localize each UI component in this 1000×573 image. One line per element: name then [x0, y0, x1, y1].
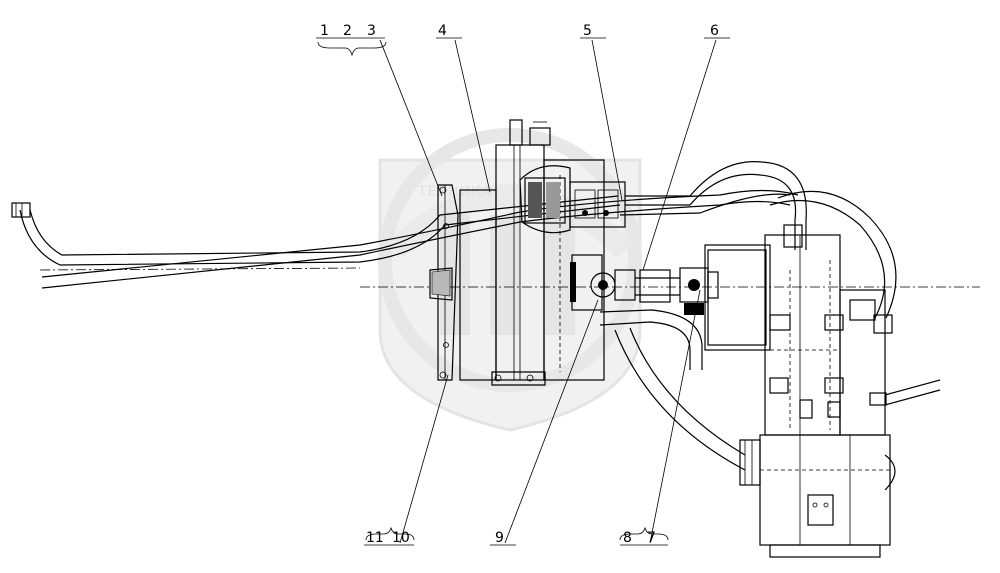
callout-1: 1	[320, 23, 329, 39]
callout-11: 11	[366, 530, 384, 546]
callout-2: 2	[343, 23, 352, 39]
callout-3: 3	[367, 23, 376, 39]
clutch-housing	[429, 184, 459, 381]
hydraulic-lines-left	[11, 189, 799, 289]
callout-6: 6	[710, 23, 719, 39]
callout-10: 10	[392, 530, 410, 546]
callout-brace-bottom-left	[365, 526, 415, 541]
pump-assembly	[519, 165, 626, 234]
callout-brace-top	[317, 41, 387, 57]
callout-8: 8	[623, 530, 632, 546]
loop-hoses	[619, 161, 897, 334]
leader-lines	[316, 37, 730, 546]
distributor-block	[704, 234, 941, 558]
gearbox-body	[459, 119, 605, 386]
callout-7: 7	[647, 530, 656, 546]
watermark-text: ТЕХНИКА	[417, 184, 493, 200]
callout-brace-bottom-right	[619, 526, 669, 541]
drive-shaft	[570, 254, 719, 315]
return-hoses	[599, 309, 761, 486]
callout-9: 9	[495, 530, 504, 546]
callout-4: 4	[438, 23, 447, 39]
callout-5: 5	[583, 23, 592, 39]
